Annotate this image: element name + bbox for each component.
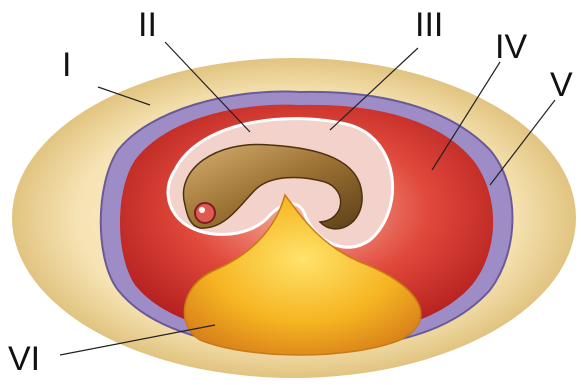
label-IV: IV <box>495 28 527 66</box>
label-III: III <box>415 6 443 44</box>
label-VI: VI <box>8 340 40 378</box>
label-I: I <box>62 46 71 84</box>
embryo-eye <box>195 203 215 223</box>
embryo-eye-highlight <box>199 207 205 213</box>
label-II: II <box>138 6 157 44</box>
label-V: V <box>550 66 573 104</box>
